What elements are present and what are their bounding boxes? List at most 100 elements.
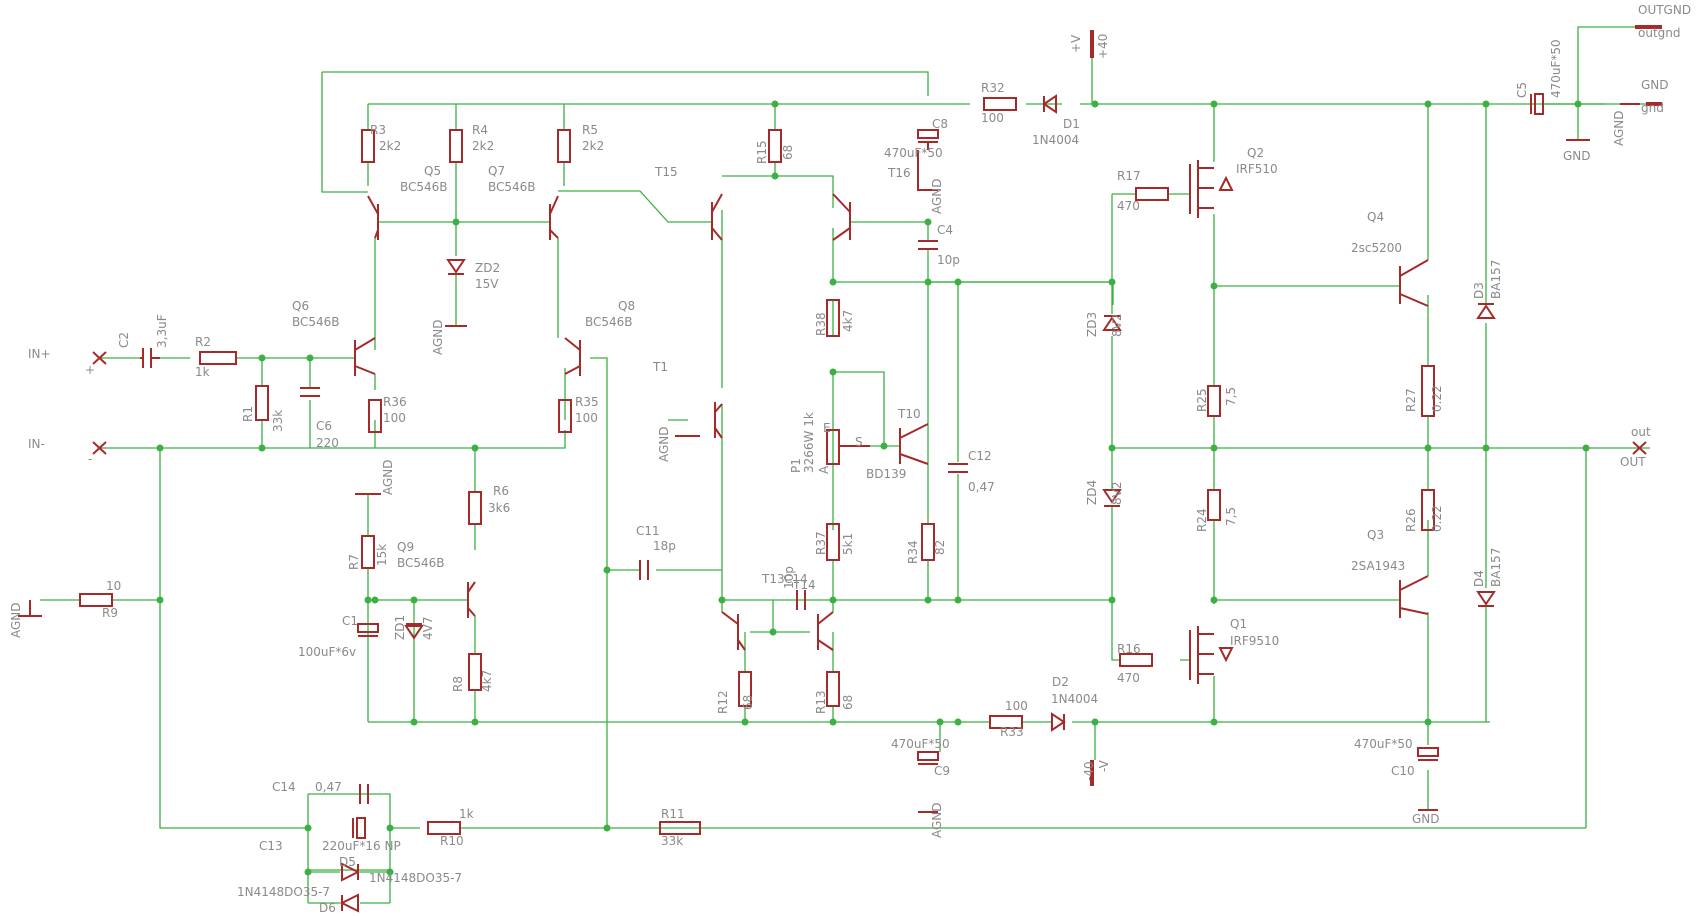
component-label: R33	[1000, 725, 1024, 739]
component-label: out	[1631, 425, 1651, 439]
component-label: 33k	[271, 410, 285, 432]
component-label: R2	[195, 335, 211, 349]
component-label: R6	[493, 484, 509, 498]
component-label: -	[88, 452, 92, 466]
component-label: IN+	[28, 347, 51, 361]
component-label: ZD3	[1085, 312, 1099, 337]
component-label: R34	[906, 540, 920, 564]
component-label: Q2	[1247, 146, 1264, 160]
component-label: ZD2	[475, 261, 500, 275]
component-label: T10	[897, 407, 921, 421]
component-label: C8	[932, 117, 948, 131]
component-label: 4k7	[841, 310, 855, 332]
component-label: GND	[1412, 812, 1440, 826]
component-label: C5	[1515, 82, 1529, 98]
component-label: IRF510	[1236, 162, 1278, 176]
component-label: 82	[933, 540, 947, 555]
component-label: +V	[1069, 34, 1083, 53]
component-label: 15k	[375, 544, 389, 566]
component-label: 1N4148DO35-7	[369, 871, 462, 885]
component-label: 1k	[459, 807, 474, 821]
component-label: BC546B	[585, 315, 633, 329]
component-label: 2SA1943	[1351, 559, 1405, 573]
component-label: 220uF*16 NP	[322, 839, 401, 853]
component-label: AGND	[657, 426, 671, 462]
component-label: R8	[451, 676, 465, 692]
component-label: R11	[661, 807, 685, 821]
component-label: C14	[272, 780, 296, 794]
component-label: 0,47	[968, 480, 995, 494]
component-label: 470uF*50	[884, 146, 943, 160]
component-label: AGND	[1612, 110, 1626, 146]
component-label: R16	[1117, 642, 1141, 656]
component-label: R35	[575, 395, 599, 409]
component-label: R12	[716, 690, 730, 714]
component-label: IRF9510	[1230, 634, 1279, 648]
component-label: R25	[1195, 388, 1209, 412]
component-label: 33k	[661, 834, 683, 848]
component-label: R7	[347, 554, 361, 570]
component-label: 470	[1117, 199, 1140, 213]
component-label: 100	[575, 411, 598, 425]
component-label: Q3	[1367, 528, 1384, 542]
component-label: 7,5	[1224, 387, 1238, 406]
component-label: C10	[1391, 764, 1415, 778]
component-label: outgnd	[1638, 26, 1681, 40]
component-label: 470uF*50	[891, 737, 950, 751]
component-label: ZD4	[1085, 480, 1099, 505]
component-label: -V	[1097, 759, 1111, 772]
component-label: D5	[339, 855, 356, 869]
component-label: AGND	[431, 319, 445, 355]
component-label: R3	[370, 123, 386, 137]
component-label: R13	[814, 690, 828, 714]
component-label: 15V	[475, 277, 499, 291]
component-label: AGND	[930, 802, 944, 838]
component-label: R38	[814, 312, 828, 336]
component-label: ZD1	[393, 615, 407, 640]
component-label: -40	[1082, 761, 1096, 781]
component-label: BA157	[1489, 548, 1503, 587]
component-label: R37	[814, 531, 828, 555]
component-label: 0.22	[1430, 505, 1444, 532]
component-label: E	[823, 421, 831, 435]
component-label: 470	[1117, 671, 1140, 685]
component-label: BC546B	[488, 180, 536, 194]
component-label: 18p	[653, 539, 676, 553]
component-label: D2	[1052, 675, 1069, 689]
component-label: 10p	[937, 253, 960, 267]
component-label: Q4	[1367, 210, 1384, 224]
component-label: 68	[781, 145, 795, 160]
component-label: D1	[1063, 117, 1080, 131]
component-label: R24	[1195, 508, 1209, 532]
component-label: 1N4004	[1051, 692, 1098, 706]
component-label: C4	[937, 223, 953, 237]
component-label: T14	[792, 578, 816, 592]
component-label: T15	[654, 165, 678, 179]
component-label: C12	[968, 449, 992, 463]
component-label: AGND	[930, 178, 944, 214]
component-label: 100	[383, 411, 406, 425]
component-label: R5	[582, 123, 598, 137]
component-label: Q1	[1230, 617, 1247, 631]
component-label: D6	[319, 901, 336, 915]
component-label: P1	[789, 458, 803, 473]
component-label: R15	[755, 140, 769, 164]
component-label: 470uF*50	[1354, 737, 1413, 751]
component-label: R17	[1117, 169, 1141, 183]
component-label: 3k6	[488, 501, 510, 515]
component-label: R9	[102, 606, 118, 620]
component-label: 1N4004	[1032, 133, 1079, 147]
component-label: OUT	[1620, 455, 1646, 469]
component-label: Q5	[424, 164, 441, 178]
component-label: 4V7	[421, 617, 435, 640]
component-label: Q9	[397, 540, 414, 554]
component-label: BC546B	[292, 315, 340, 329]
component-label: 10	[106, 579, 121, 593]
component-label: C14	[784, 572, 808, 586]
component-label: R1	[241, 406, 255, 422]
component-label: 3,3uF	[155, 314, 169, 348]
component-label: 5k1	[841, 533, 855, 555]
component-label: 220	[316, 436, 339, 450]
component-label: R32	[981, 81, 1005, 95]
